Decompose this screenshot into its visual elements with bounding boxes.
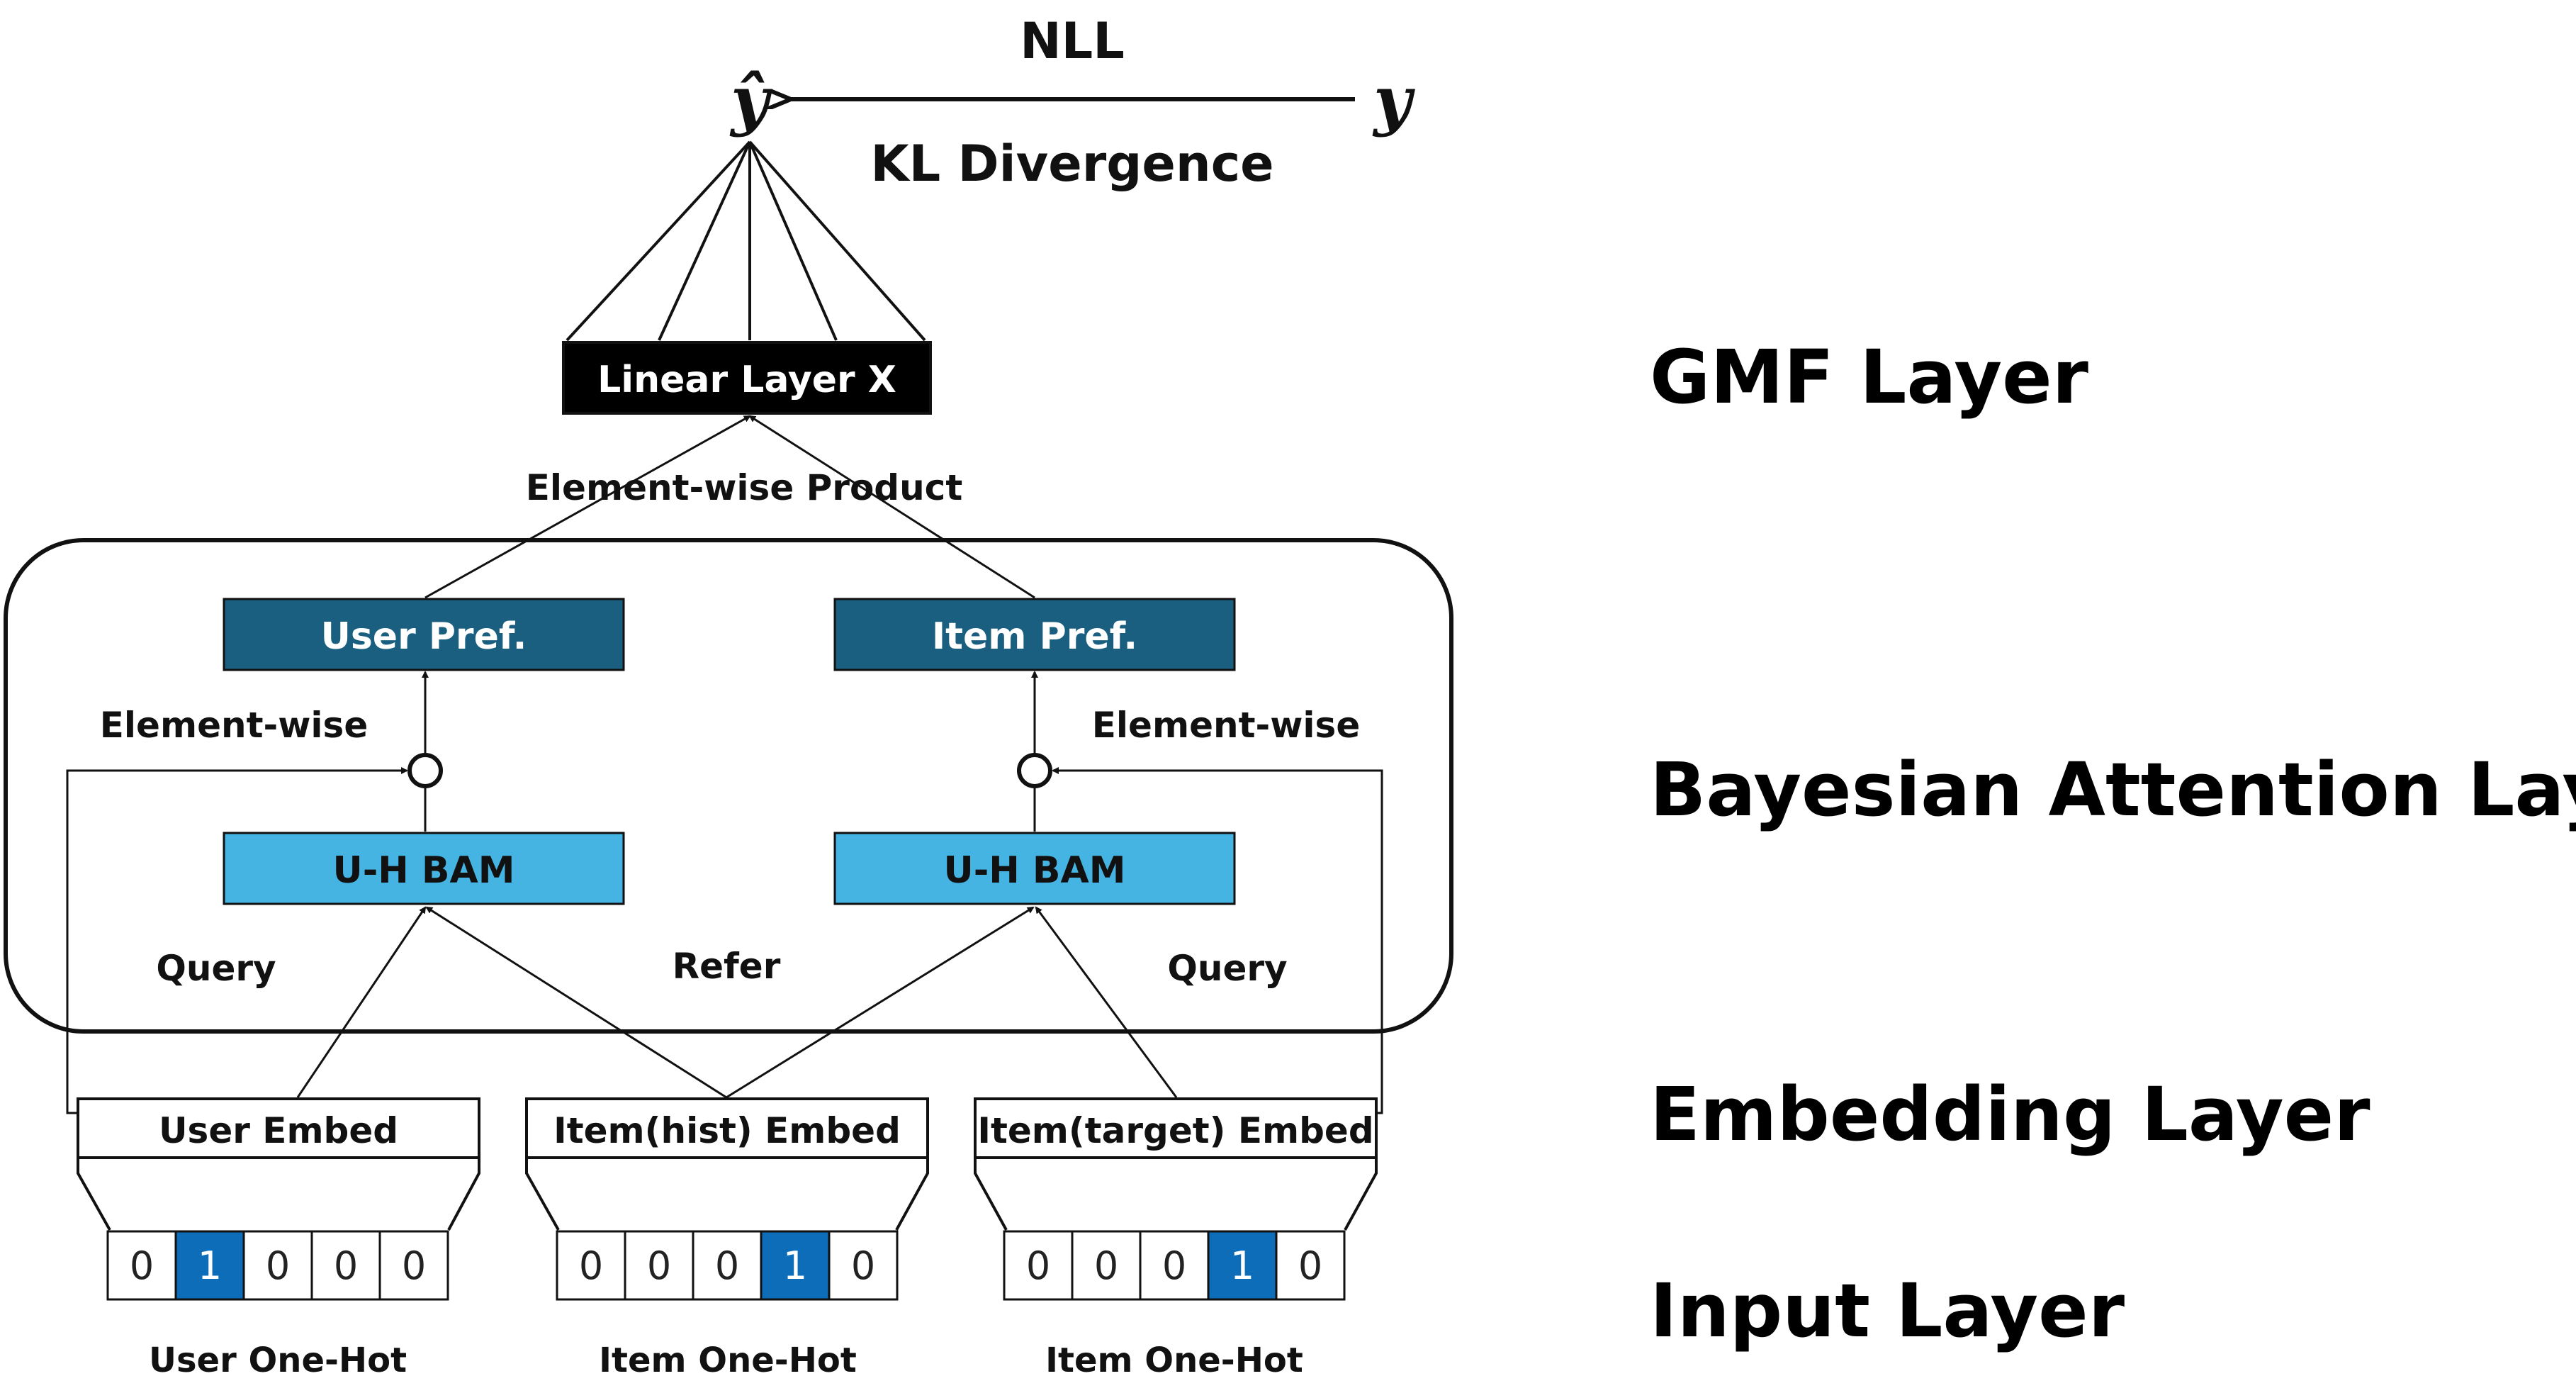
one-hot-cell (1275, 1230, 1346, 1301)
refer-label: Refer (673, 946, 781, 987)
embedding-to-bam-arrows (296, 906, 1178, 1099)
item-bam-label: U-H BAM (943, 849, 1125, 892)
one-hot-cell-value: 1 (198, 1243, 222, 1288)
one-hot-cell-active (174, 1230, 245, 1301)
loss-nll-label: NLL (1020, 12, 1125, 70)
user-pref-label: User Pref. (321, 615, 527, 658)
one-hot-cell-value: 1 (783, 1243, 807, 1288)
item-target-embed-box (974, 1097, 1378, 1159)
user-embed-label: User Embed (159, 1110, 398, 1151)
item-pref-to-linear-arrow (748, 415, 1035, 599)
user-pref-box (223, 598, 625, 671)
one-hot-cell-value: 0 (1298, 1243, 1322, 1288)
item-hist-one-hot-label: Item One-Hot (599, 1341, 857, 1376)
linear-layer-label: Linear Layer X (597, 359, 896, 401)
one-hot-cell (556, 1230, 626, 1301)
one-hot-cell-value: 0 (647, 1243, 671, 1288)
item-hist-embed-box (525, 1097, 929, 1159)
item-bam-box (833, 832, 1236, 905)
embedding-projection-lines (77, 1158, 1378, 1231)
one-hot-cell (624, 1230, 694, 1301)
one-hot-cell-active (1207, 1230, 1278, 1301)
linear-layer-box (562, 341, 932, 415)
gmf-layer-label: GMF Layer (1650, 334, 2088, 420)
attention-block-frame (4, 538, 1453, 1034)
one-hot-cell (692, 1230, 763, 1301)
item-elementwise-node (1017, 753, 1052, 788)
one-hot-cell (828, 1230, 899, 1301)
one-hot-cell-active (760, 1230, 831, 1301)
one-hot-cell (310, 1230, 381, 1301)
one-hot-cell-value: 0 (130, 1243, 154, 1288)
one-hot-cell-value: 0 (334, 1243, 358, 1288)
one-hot-cell-value: 0 (402, 1243, 426, 1288)
one-hot-cell (378, 1230, 449, 1301)
user-bam-label: U-H BAM (332, 849, 514, 892)
element-wise-product-label: Element-wise Product (526, 467, 962, 508)
output-fan-lines (566, 140, 926, 342)
user-one-hot-label: User One-Hot (149, 1341, 407, 1376)
attention-layer-label: Bayesian Attention Layer (1650, 746, 2576, 833)
query-left-label: Query (156, 948, 276, 989)
user-pref-to-linear-arrow (424, 415, 751, 599)
one-hot-cell-value: 0 (1094, 1243, 1118, 1288)
item-hist-embed-label: Item(hist) Embed (553, 1110, 901, 1151)
user-bam-box (223, 832, 625, 905)
element-wise-left-label: Element-wise (100, 705, 368, 746)
label-symbol: y (1372, 62, 1415, 138)
item-target-one-hot-label: Item One-Hot (1045, 1341, 1303, 1376)
item-target-embed-skip-connection (1052, 767, 1383, 1114)
one-hot-cell (1139, 1230, 1210, 1301)
user-elementwise-node (407, 753, 443, 788)
one-hot-cell-value: 0 (1162, 1243, 1186, 1288)
user-embed-skip-connection (66, 767, 408, 1114)
prediction-symbol: ŷ (729, 62, 772, 138)
query-right-label: Query (1167, 948, 1287, 989)
one-hot-cell (106, 1230, 177, 1301)
one-hot-cell-value: 0 (851, 1243, 875, 1288)
input-layer-label: Input Layer (1650, 1268, 2125, 1354)
one-hot-cell (1071, 1230, 1142, 1301)
embedding-layer-label: Embedding Layer (1650, 1071, 2370, 1158)
item-pref-box (833, 598, 1236, 671)
user-embed-box (77, 1097, 480, 1159)
one-hot-cell-value: 0 (1026, 1243, 1050, 1288)
loss-kl-label: KL Divergence (870, 135, 1273, 193)
one-hot-cell-value: 0 (715, 1243, 739, 1288)
one-hot-cell-value: 1 (1230, 1243, 1254, 1288)
item-pref-label: Item Pref. (932, 615, 1137, 658)
element-wise-right-label: Element-wise (1092, 705, 1360, 746)
one-hot-cell-value: 0 (579, 1243, 603, 1288)
one-hot-cell-value: 0 (266, 1243, 290, 1288)
item-target-embed-label: Item(target) Embed (977, 1110, 1373, 1151)
